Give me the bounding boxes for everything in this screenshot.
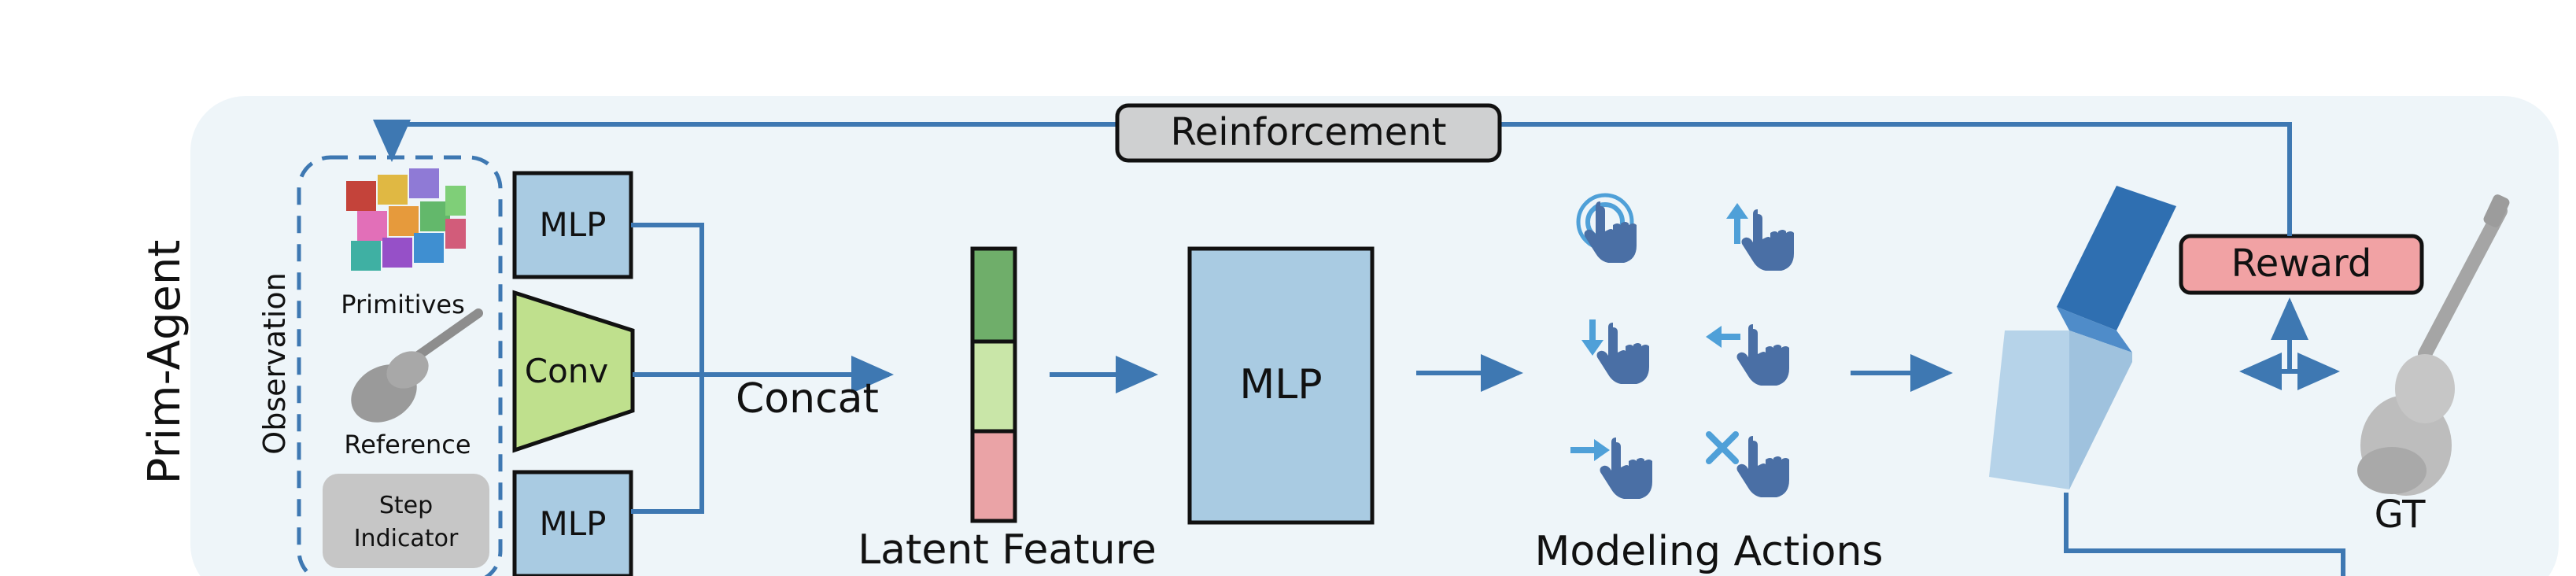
- mlp-bottom-label: MLP: [540, 504, 607, 543]
- concat-connectors: [631, 223, 894, 514]
- action-move-up-icon: [1726, 203, 1794, 271]
- step-indicator-box: [323, 474, 489, 568]
- assembled-shape-icon: [1989, 186, 2176, 489]
- policy-mlp-box: [1187, 246, 1375, 525]
- primitives-cube-icon: [346, 168, 466, 271]
- latent-segment-2: [970, 339, 1017, 434]
- gt-label: GT: [2375, 493, 2426, 537]
- compare-arrows: [2239, 297, 2340, 390]
- output-connector: [2064, 493, 2345, 576]
- mlp-top-label: MLP: [540, 205, 607, 244]
- reference-label: Reference: [344, 430, 471, 460]
- observation-title: Observation: [257, 272, 292, 454]
- action-move-down-icon: [1581, 319, 1649, 384]
- action-move-left-icon: [1706, 324, 1789, 386]
- latent-feature-label: Latent Feature: [858, 526, 1157, 574]
- reward-label: Reward: [2231, 242, 2372, 286]
- action-delete-icon: [1706, 431, 1789, 497]
- primitives-label: Primitives: [341, 290, 465, 319]
- conv-trapezoid: [512, 290, 635, 453]
- step-indicator-line1: Step: [379, 492, 433, 519]
- action-tap-icon: [1576, 193, 1637, 263]
- prim-agent-label: Prim-Agent: [139, 240, 190, 485]
- concat-label: Concat: [736, 375, 879, 423]
- reinforcement-box: [1115, 103, 1502, 163]
- latent-segment-3: [970, 429, 1017, 523]
- reference-guitar-icon: [351, 308, 483, 423]
- reinforcement-loop: [373, 120, 2292, 236]
- mlp-bottom-box: [512, 470, 633, 576]
- reward-box: [2179, 234, 2424, 295]
- prim-agent-panel: [190, 96, 2559, 576]
- latent-segment-1: [970, 246, 1017, 344]
- gt-guitar-icon: [2357, 194, 2510, 496]
- action-move-right-icon: [1570, 438, 1652, 499]
- reinforcement-label: Reinforcement: [1171, 110, 1447, 154]
- step-indicator-line2: Indicator: [354, 525, 459, 552]
- policy-mlp-label: MLP: [1239, 361, 1322, 408]
- conv-label: Conv: [525, 352, 609, 390]
- modeling-actions-label: Modeling Actions: [1534, 528, 1883, 575]
- mlp-top-box: [512, 171, 633, 279]
